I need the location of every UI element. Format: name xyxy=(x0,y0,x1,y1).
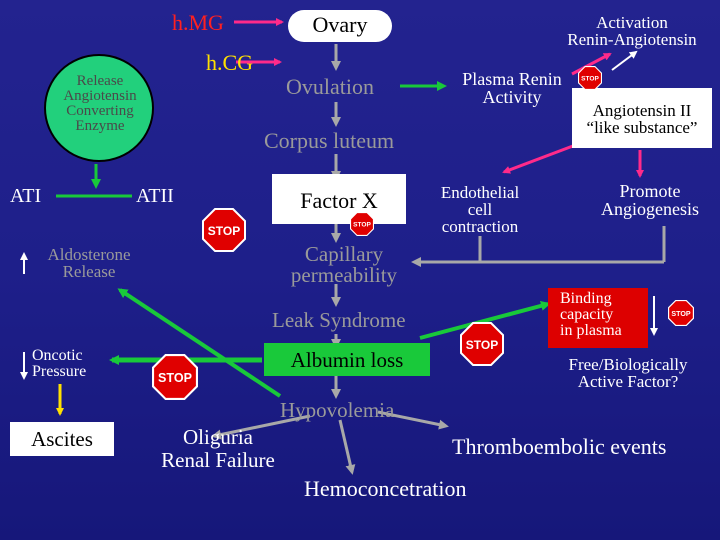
svg-text:STOP: STOP xyxy=(158,371,192,385)
thromboembolic-label: Thromboembolic events xyxy=(452,434,667,459)
stop-sign-icon: STOP xyxy=(350,212,374,236)
arrow-hypovolemia-oliguria xyxy=(211,414,311,440)
ovulation-label: Ovulation xyxy=(286,74,374,99)
svg-text:STOP: STOP xyxy=(671,310,690,318)
angiotensin-label: Angiotensin II“like substance” xyxy=(586,101,698,137)
ovary-box xyxy=(288,10,392,42)
factor-x-box xyxy=(272,174,406,224)
angiotensin-box xyxy=(572,88,712,148)
arrow-activation-up xyxy=(611,50,638,71)
ovary-label: Ovary xyxy=(312,12,368,37)
hemoconcentration-label: Hemoconcetration xyxy=(304,476,467,501)
ace-circle xyxy=(44,54,154,162)
stop-sign-icon: STOP xyxy=(152,354,198,400)
corpus-luteum-label: Corpus luteum xyxy=(264,128,395,153)
arrow-hypovolemia-aldosterone xyxy=(117,288,282,398)
albumin-box xyxy=(264,343,430,376)
stop-sign-icon: STOP xyxy=(460,322,504,366)
svg-text:STOP: STOP xyxy=(208,224,240,238)
at2-label: ATII xyxy=(136,185,174,207)
leak-syndrome-label: Leak Syndrome xyxy=(272,308,406,332)
factor-x-label: Factor X xyxy=(300,188,378,213)
svg-text:STOP: STOP xyxy=(353,222,371,229)
ascites-box xyxy=(10,422,114,456)
svg-text:STOP: STOP xyxy=(466,338,498,352)
at1-label: ATI xyxy=(10,185,42,207)
stop-sign-icon: STOP xyxy=(202,208,246,252)
albumin-label: Albumin loss xyxy=(290,348,404,372)
arrow-hypovolemia-thrombo xyxy=(377,410,449,430)
stop-sign-icon: STOP xyxy=(668,300,694,326)
arrow-hypovolemia-hemo xyxy=(338,419,356,475)
binding-box xyxy=(548,288,648,348)
svg-text:STOP: STOP xyxy=(581,76,599,83)
ascites-label: Ascites xyxy=(31,427,93,451)
hcg-label: h.CG xyxy=(206,50,254,75)
hmg-label: h.MG xyxy=(172,10,224,35)
stop-sign-icon: STOP xyxy=(578,66,602,90)
hypovolemia-label: Hypovolemia xyxy=(280,398,395,422)
arrow-plasma-renin-activation xyxy=(571,52,612,76)
arrow-leak-binding xyxy=(419,300,551,340)
